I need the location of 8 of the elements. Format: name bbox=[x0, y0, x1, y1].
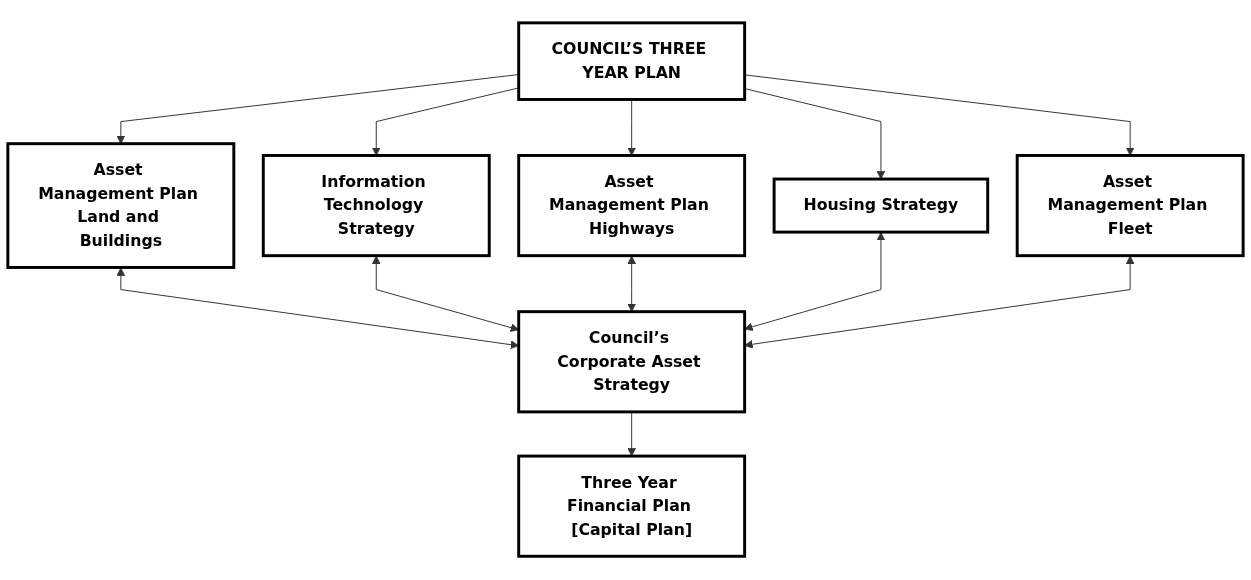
node-box: Housing Strategy bbox=[772, 178, 990, 234]
node-box: COUNCIL’S THREE YEAR PLAN bbox=[517, 21, 747, 102]
node-box: Asset Management Plan Land and Buildings bbox=[6, 142, 236, 270]
node-box: Asset Management Plan Fleet bbox=[1015, 154, 1245, 258]
node-box: Council’s Corporate Asset Strategy bbox=[517, 310, 747, 414]
node-box: Three Year Financial Plan [Capital Plan] bbox=[517, 455, 747, 559]
node-box: Information Technology Strategy bbox=[261, 154, 491, 258]
node-box: Asset Management Plan Highways bbox=[517, 154, 747, 258]
